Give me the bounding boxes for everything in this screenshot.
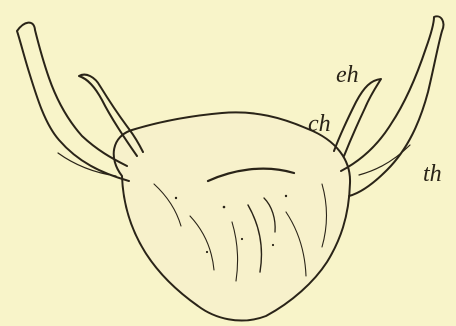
right-short-process — [334, 79, 381, 156]
left-long-process — [17, 23, 129, 181]
texture-dot-4 — [206, 251, 208, 253]
texture-dot-2 — [241, 238, 243, 240]
texture-dot-6 — [175, 197, 177, 199]
label-eh: eh — [336, 63, 359, 87]
central-bone-body — [114, 112, 350, 320]
label-th: th — [423, 162, 442, 186]
texture-dot-5 — [285, 195, 287, 197]
label-ch: ch — [308, 112, 331, 136]
texture-dot-3 — [272, 244, 274, 246]
texture-dot-1 — [223, 206, 226, 209]
